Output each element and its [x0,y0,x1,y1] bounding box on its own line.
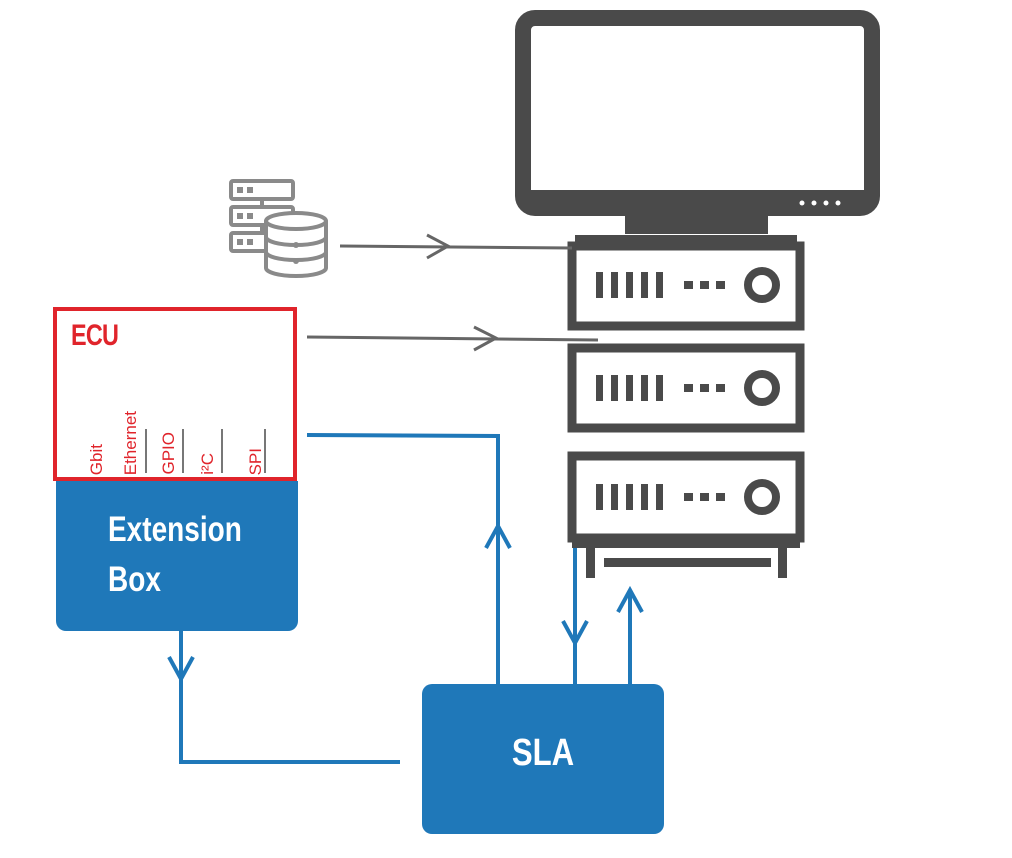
port-separator [264,429,266,473]
port-ethernet: Ethernet [121,410,140,475]
extension-box-label: Extension Box [108,505,242,605]
port-separator [221,429,223,473]
sla-box: SLA [422,684,664,834]
port-separator [145,429,147,473]
monitor-icon [515,10,880,234]
rack-to-sla-link [561,548,589,684]
server-rack-icon [567,235,805,578]
sla-to-rack-link [616,585,644,684]
ecu-box: ECU Gbit Ethernet GPIO i²C SPI [53,307,297,481]
extension-box-label-line2: Box [108,560,161,599]
port-spi: SPI [246,447,265,475]
port-separator [182,429,184,473]
port-i2c: i²C [198,453,217,475]
ecu-to-rack-arrow [306,325,599,352]
extension-box: Extension Box [56,481,298,631]
extension-box-label-line1: Extension [108,510,242,549]
sla-to-extension-link [167,631,400,764]
ecu-sla-link [306,433,512,684]
storage-to-rack-arrow [339,233,573,260]
sla-label: SLA [511,732,575,774]
port-gbit: Gbit [87,443,106,475]
port-gpio: GPIO [159,432,178,475]
server-database-icon [229,179,328,278]
ecu-title: ECU [71,319,119,352]
